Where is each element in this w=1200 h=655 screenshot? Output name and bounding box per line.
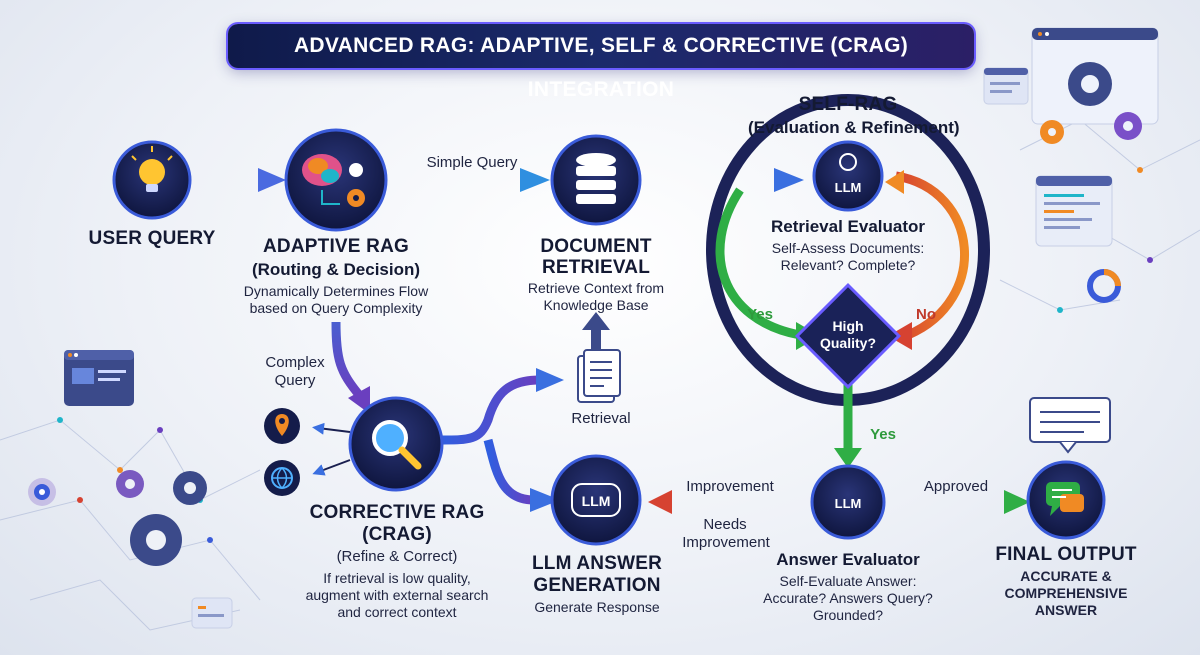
svg-text:LLM: LLM (582, 493, 611, 509)
code-window-icon (1035, 175, 1113, 247)
retrieval-evaluator-title: Retrieval Evaluator (770, 217, 925, 236)
edge-label-simple-query: Simple Query (426, 154, 518, 171)
answer-evaluator-desc-1: Self-Evaluate Answer: (779, 573, 917, 589)
edge-label-improvement: Improvement (686, 478, 774, 495)
self-rag-title: SELF-RAG (798, 94, 898, 115)
user-query-label: USER QUERY (88, 228, 216, 249)
answer-evaluator-node[interactable]: LLM (810, 464, 886, 540)
retrieval-evaluator-desc-2: Relevant? Complete? (780, 257, 916, 273)
donut-chart-icon (1087, 269, 1121, 303)
llm-chip-icon: LLM (571, 483, 621, 517)
edge-label-complex-1: Complex (265, 354, 325, 371)
gear-icon (1040, 62, 1142, 144)
glow-node-icon (28, 478, 56, 506)
document-retrieval-title-1: DOCUMENT (540, 236, 652, 257)
document-retrieval-title-2: RETRIEVAL (541, 257, 651, 278)
svg-text:LLM: LLM (835, 496, 862, 511)
generation-title-2: GENERATION (533, 575, 661, 596)
brain-gear-icon (302, 154, 365, 207)
final-output-title: FINAL OUTPUT (995, 544, 1137, 565)
edge-label-yes-left: Yes (747, 306, 773, 323)
chat-bubble-icon (1046, 482, 1084, 516)
crag-title-1: CORRECTIVE RAG (309, 502, 485, 523)
user-query-node[interactable] (112, 140, 192, 220)
decision-label-2: Quality? (819, 335, 876, 351)
dashboard-window-icon (64, 350, 134, 406)
generation-title-1: LLM ANSWER (531, 553, 663, 574)
final-output-desc-1: ACCURATE & (1020, 568, 1112, 584)
answer-evaluator-desc-3: Grounded? (812, 607, 884, 623)
document-retrieval-desc-2: Knowledge Base (543, 297, 649, 313)
self-rag-subtitle: (Evaluation & Refinement) (748, 118, 960, 137)
adaptive-rag-node[interactable] (284, 128, 388, 232)
arrow-complex-query (331, 321, 364, 399)
window-icon (191, 597, 233, 629)
llm-chip-icon: LLM (835, 153, 862, 195)
adaptive-rag-subtitle: (Routing & Decision) (251, 260, 421, 279)
dashboard-window-icon (983, 67, 1029, 105)
edge-label-yes-down: Yes (870, 426, 896, 443)
edge-label-no: No (916, 306, 936, 323)
final-output-desc-3: ANSWER (1034, 602, 1098, 618)
crag-subtitle: (Refine & Correct) (336, 548, 458, 565)
arrow-crag-fork (439, 375, 541, 445)
globe-icon (264, 460, 300, 496)
adaptive-rag-title: ADAPTIVE RAG (263, 236, 409, 257)
crag-title-2: (CRAG) (362, 524, 432, 545)
answer-evaluator-desc-2: Accurate? Answers Query? (763, 590, 933, 606)
database-icon (576, 153, 616, 204)
location-pin-icon (264, 408, 300, 444)
adaptive-rag-desc-1: Dynamically Determines Flow (243, 283, 429, 299)
generation-desc: Generate Response (534, 599, 660, 615)
crag-desc-2: augment with external search (305, 587, 489, 603)
lightbulb-icon (131, 146, 173, 192)
final-output-node[interactable] (1026, 460, 1106, 540)
message-window-icon (1029, 397, 1111, 454)
crag-desc-3: and correct context (337, 604, 457, 620)
llm-answer-generation-node[interactable]: LLM (550, 454, 642, 546)
document-retrieval-node[interactable] (550, 134, 642, 226)
answer-evaluator-title: Answer Evaluator (776, 550, 920, 569)
upload-arrow-icon (582, 312, 610, 352)
crag-desc-1: If retrieval is low quality, (323, 570, 471, 586)
document-icon (577, 349, 621, 403)
llm-chip-icon: LLM (835, 496, 862, 511)
decision-label-1: High (832, 318, 864, 334)
high-quality-decision[interactable] (794, 282, 902, 390)
edge-label-needs-1: Needs (703, 516, 747, 533)
diagram-title: ADVANCED RAG: ADAPTIVE, SELF & CORRECTIV… (228, 24, 974, 101)
edge-label-approved: Approved (923, 478, 989, 495)
retrieval-evaluator-node[interactable]: LLM (812, 140, 884, 212)
corrective-rag-node[interactable] (348, 396, 444, 492)
edge-label-retrieval: Retrieval (571, 410, 631, 427)
svg-text:LLM: LLM (835, 180, 862, 195)
gear-icon (116, 470, 207, 566)
final-output-desc-2: COMPREHENSIVE (1004, 585, 1128, 601)
retrieval-evaluator-desc-1: Self-Assess Documents: (771, 240, 925, 256)
edge-label-complex-2: Query (274, 372, 316, 389)
document-retrieval-desc-1: Retrieve Context from (527, 280, 665, 296)
adaptive-rag-desc-2: based on Query Complexity (249, 300, 423, 316)
edge-label-needs-2: Improvement (682, 534, 770, 551)
magnifier-icon (372, 420, 422, 470)
